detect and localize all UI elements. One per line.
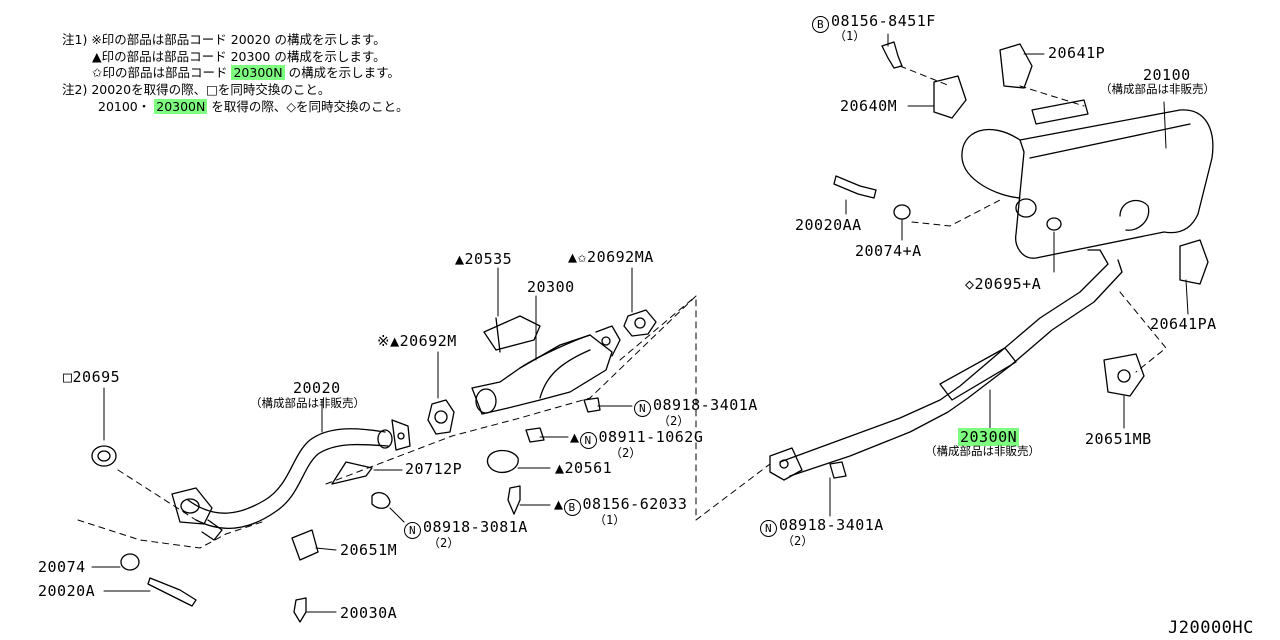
label-20100-note: （構成部品は非販売） [1100,82,1215,96]
gasket-20692M [427,399,455,435]
label-20641PA[interactable]: 20641PA [1150,315,1217,333]
part-number: 08156-8451F [831,12,936,30]
triangle-mark: ▲ [554,495,564,513]
b-circle-icon: B [812,16,829,33]
ring-20695A-shape [1046,217,1062,231]
qty-08918-3401A-a: （2） [658,414,690,428]
label-20641P[interactable]: 20641P [1048,44,1106,62]
front-pipe-20020 [171,419,411,541]
note-2-line-2-pre: 20100・ [98,99,151,114]
qty-08918-3081A: （2） [428,536,460,550]
heat-shield-20535 [483,315,541,353]
note-2-text-1: 20020を取得の際、□を同時交換のこと。 [91,82,331,97]
leader-lines [91,33,1189,613]
qty-08156-8451F: （1） [834,29,866,43]
bracket-20712P-shape [331,461,373,485]
part-number: 08918-3401A [653,396,758,414]
note-2-line-1: 注2) 20020を取得の際、□を同時交換のこと。 [62,82,331,97]
part-number: 08918-3401A [779,516,884,534]
label-20651M[interactable]: 20651M [340,541,398,559]
hanger-20641PA-shape [1179,239,1209,285]
label-20074[interactable]: 20074 [38,558,86,576]
n-circle-icon: N [579,432,597,449]
note-2-line-2: 20100・ 20300N を取得の際、◇を同時交換のこと。 [98,99,409,114]
label-20020-note: （構成部品は非販売） [250,396,365,410]
n-circle-icon: N [634,400,651,417]
muffler-20100 [961,99,1214,259]
bolt-08156-62033-shape [507,485,521,515]
note-1-prefix: 注1) [62,32,88,47]
note-2-line-2-post: を取得の際、◇を同時交換のこと。 [211,99,409,114]
note-2-code-20300N: 20300N [154,99,208,114]
hanger-20641P-shape [999,43,1033,89]
converter-20300 [471,325,621,415]
label-20692MA[interactable]: ▲✩20692MA [568,248,654,266]
note-1-line-3-post: の構成を示します。 [288,65,400,80]
bolt-20020A-shape [147,577,197,607]
label-20300N-note: （構成部品は非販売） [925,444,1040,458]
label-20695A[interactable]: ◇20695+A [965,275,1042,293]
part-number: 08918-3081A [423,518,528,536]
label-20651MB[interactable]: 20651MB [1085,430,1152,448]
label-20692M[interactable]: ※▲20692M [377,332,457,350]
label-20535[interactable]: ▲20535 [455,250,513,268]
clamp-20561-shape [486,449,519,474]
hanger-20640M-shape [933,75,967,119]
gasket-20074-shape [120,553,140,571]
gasket-20074A-shape [893,204,911,220]
label-20695[interactable]: □20695 [63,368,121,386]
label-20020A[interactable]: 20020A [38,582,96,600]
label-20561[interactable]: ▲20561 [555,459,613,477]
label-20074A[interactable]: 20074+A [855,242,922,260]
label-20030A[interactable]: 20030A [340,604,398,622]
nut-08911-1062G-shape [525,427,545,443]
note-1-code-20300N: 20300N [231,65,285,80]
note-2-prefix: 注2) [62,82,88,97]
hanger-20651MB-shape [1103,353,1145,397]
qty-08156-62033: （1） [594,513,626,527]
nut-08918-3401A-shape [583,397,601,413]
part-number: 08156-62033 [582,495,688,513]
n-circle-icon: N [404,522,421,539]
diagram-code: J20000HC [1168,618,1254,638]
qty-08918-3401A-b: （2） [782,534,814,548]
label-20712P[interactable]: 20712P [405,460,463,478]
label-20100[interactable]: 20100 [1143,66,1191,84]
nut-08918-3081A-shape [371,491,391,509]
note-1-line-1: 注1) ※印の部品は部品コード 20020 の構成を示します。 [62,32,386,47]
note-1-line-2: ▲印の部品は部品コード 20300 の構成を示します。 [92,49,386,64]
qty-08911-1062G: （2） [610,446,642,460]
note-1-text-1: ※印の部品は部品コード 20020 の構成を示します。 [91,32,386,47]
ring-20695-shape [91,445,117,467]
label-20020AA[interactable]: 20020AA [795,216,862,234]
label-20300N[interactable]: 20300N [958,428,1020,446]
n-circle-icon: N [760,520,777,537]
note-1-line-3-pre: ✩印の部品は部品コード [92,65,228,80]
sensor-20020AA-shape [833,175,877,199]
label-20300[interactable]: 20300 [527,278,575,296]
part-number: 08911-1062G [598,428,704,446]
gasket-20692MA [623,309,657,337]
center-pipe-20300N [769,249,1123,481]
bolt-20030A-shape [293,597,307,623]
b-circle-icon: B [563,499,581,516]
note-1-line-3: ✩印の部品は部品コード 20300N の構成を示します。 [92,65,400,80]
bolt-08156-8451F-shape [881,41,903,69]
mount-20651M-shape [291,529,319,561]
dashed-assembly-lines [77,65,1167,549]
code-20300N: 20300N [958,428,1020,446]
label-20640M[interactable]: 20640M [840,97,898,115]
label-20020[interactable]: 20020 [293,379,341,397]
triangle-mark: ▲ [570,428,580,446]
